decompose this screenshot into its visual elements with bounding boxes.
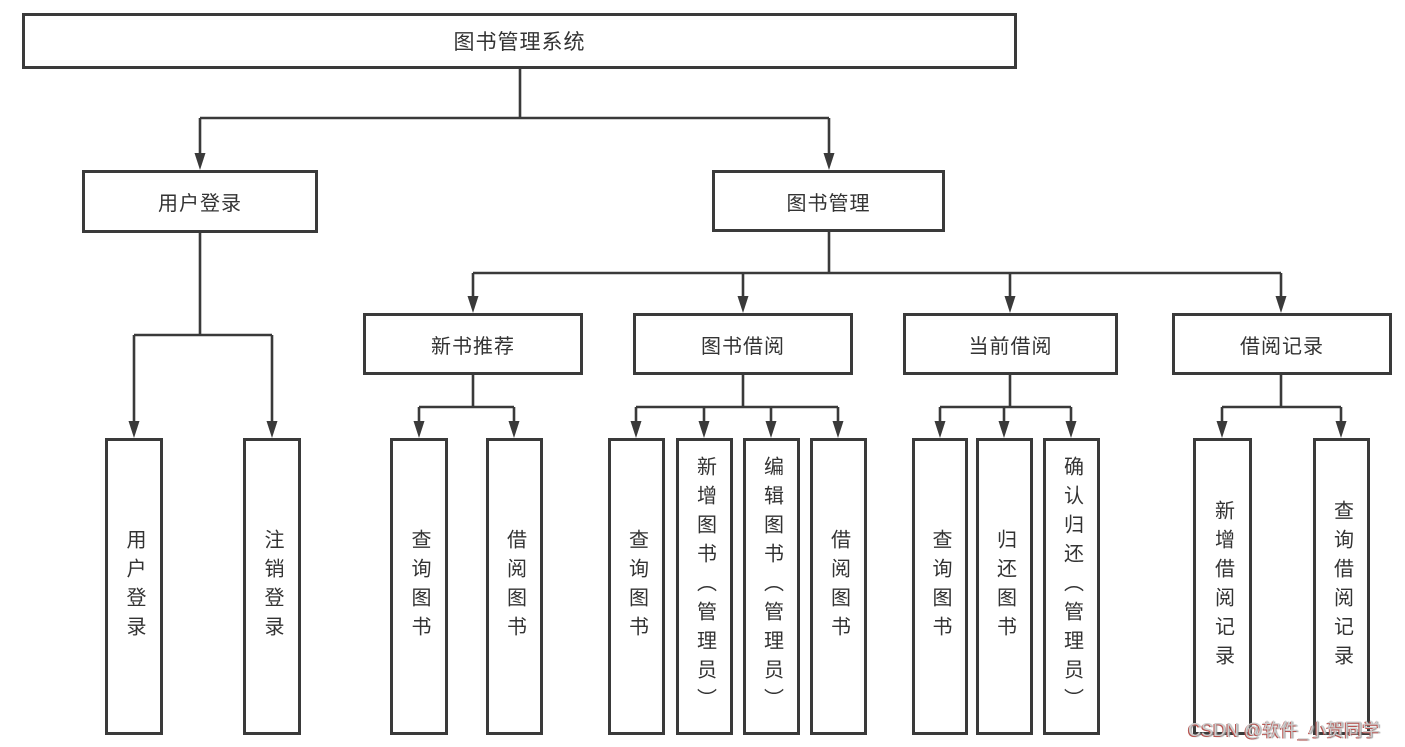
leaf-logout: 注销登录 [243, 438, 301, 735]
arrowhead-icons [128, 153, 1347, 438]
node-book-borrowing: 图书借阅 [633, 313, 853, 375]
leaf-user-login: 用户登录 [105, 438, 163, 735]
node-book-management: 图书管理 [712, 170, 945, 232]
leaf-label: 查询图书 [408, 528, 430, 645]
leaf-query-borrow-record: 查询借阅记录 [1313, 438, 1370, 735]
connector-book-mgmt-to-level3 [471, 232, 1283, 298]
connector-new-book-to-leaves [417, 375, 516, 423]
node-current-borrowing: 当前借阅 [903, 313, 1118, 375]
leaf-label: 借阅图书 [503, 528, 526, 645]
leaf-return-books: 归还图书 [976, 438, 1033, 735]
node-library-system: 图书管理系统 [22, 13, 1017, 69]
leaf-label: 归还图书 [993, 528, 1016, 645]
leaf-label: 查询图书 [929, 528, 951, 645]
connector-root-to-level2 [198, 69, 831, 155]
csdn-watermark: CSDN @软件_小贺同学 [1188, 720, 1381, 740]
leaf-borrow-books-recommend: 借阅图书 [486, 438, 543, 735]
leaf-query-books-recommend: 查询图书 [390, 438, 448, 735]
node-new-book-recommend: 新书推荐 [363, 313, 583, 375]
leaf-label: 注销登录 [261, 528, 283, 645]
leaf-confirm-return-admin: 确认归还（管理员） [1043, 438, 1100, 735]
node-user-login: 用户登录 [82, 170, 318, 233]
leaf-label: 编辑图书（管理员） [760, 456, 783, 717]
leaf-label: 新增图书（管理员） [693, 456, 716, 717]
leaf-query-books-borrow: 查询图书 [608, 438, 665, 735]
connector-borrow-record-to-leaves [1220, 374, 1343, 423]
leaf-edit-book-admin: 编辑图书（管理员） [743, 438, 800, 735]
node-borrowing-records: 借阅记录 [1172, 313, 1392, 375]
leaf-label: 用户登录 [123, 528, 145, 645]
leaf-label: 查询借阅记录 [1330, 499, 1353, 674]
connector-current-borrow-to-leaves [938, 374, 1073, 423]
leaf-label: 借阅图书 [827, 528, 850, 645]
connector-user-login-to-leaves [132, 233, 274, 423]
connector-book-borrow-to-leaves [634, 374, 840, 423]
leaf-query-books-current: 查询图书 [912, 438, 968, 735]
leaf-borrow-books: 借阅图书 [810, 438, 867, 735]
leaf-add-book-admin: 新增图书（管理员） [676, 438, 733, 735]
leaf-label: 查询图书 [625, 528, 648, 645]
leaf-label: 新增借阅记录 [1211, 499, 1234, 674]
leaf-add-borrow-record: 新增借阅记录 [1193, 438, 1252, 735]
leaf-label: 确认归还（管理员） [1060, 456, 1083, 717]
